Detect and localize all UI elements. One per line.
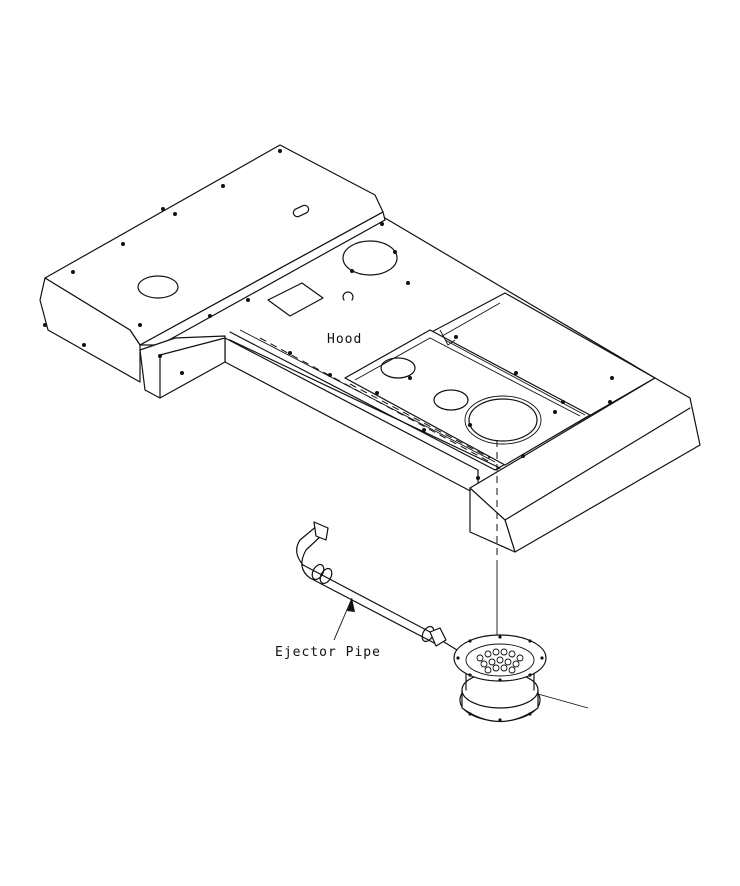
panel-opening-2: [433, 389, 469, 411]
fasteners: [43, 149, 614, 480]
left-cover-front: [39, 277, 141, 383]
hood-assembly: [39, 144, 701, 553]
hood-label: Hood: [327, 332, 362, 347]
panel-opening-1: [380, 357, 416, 379]
right-block-front: [469, 487, 516, 553]
left-cover-opening: [137, 275, 179, 299]
left-lower-box: [139, 335, 226, 399]
ejector-pipe-label: Ejector Pipe: [275, 645, 381, 660]
access-slot: [292, 204, 310, 218]
ejector-pipe-leader: [333, 597, 353, 641]
top-flange: [453, 634, 547, 682]
access-hatch: [267, 282, 324, 317]
exhaust-flange: [453, 634, 547, 723]
hood-main-opening: [342, 240, 398, 276]
ejector-pipe: [296, 521, 471, 659]
flange-grate: [476, 648, 524, 674]
flange-leader: [537, 693, 589, 709]
exhaust-opening: [468, 398, 538, 442]
